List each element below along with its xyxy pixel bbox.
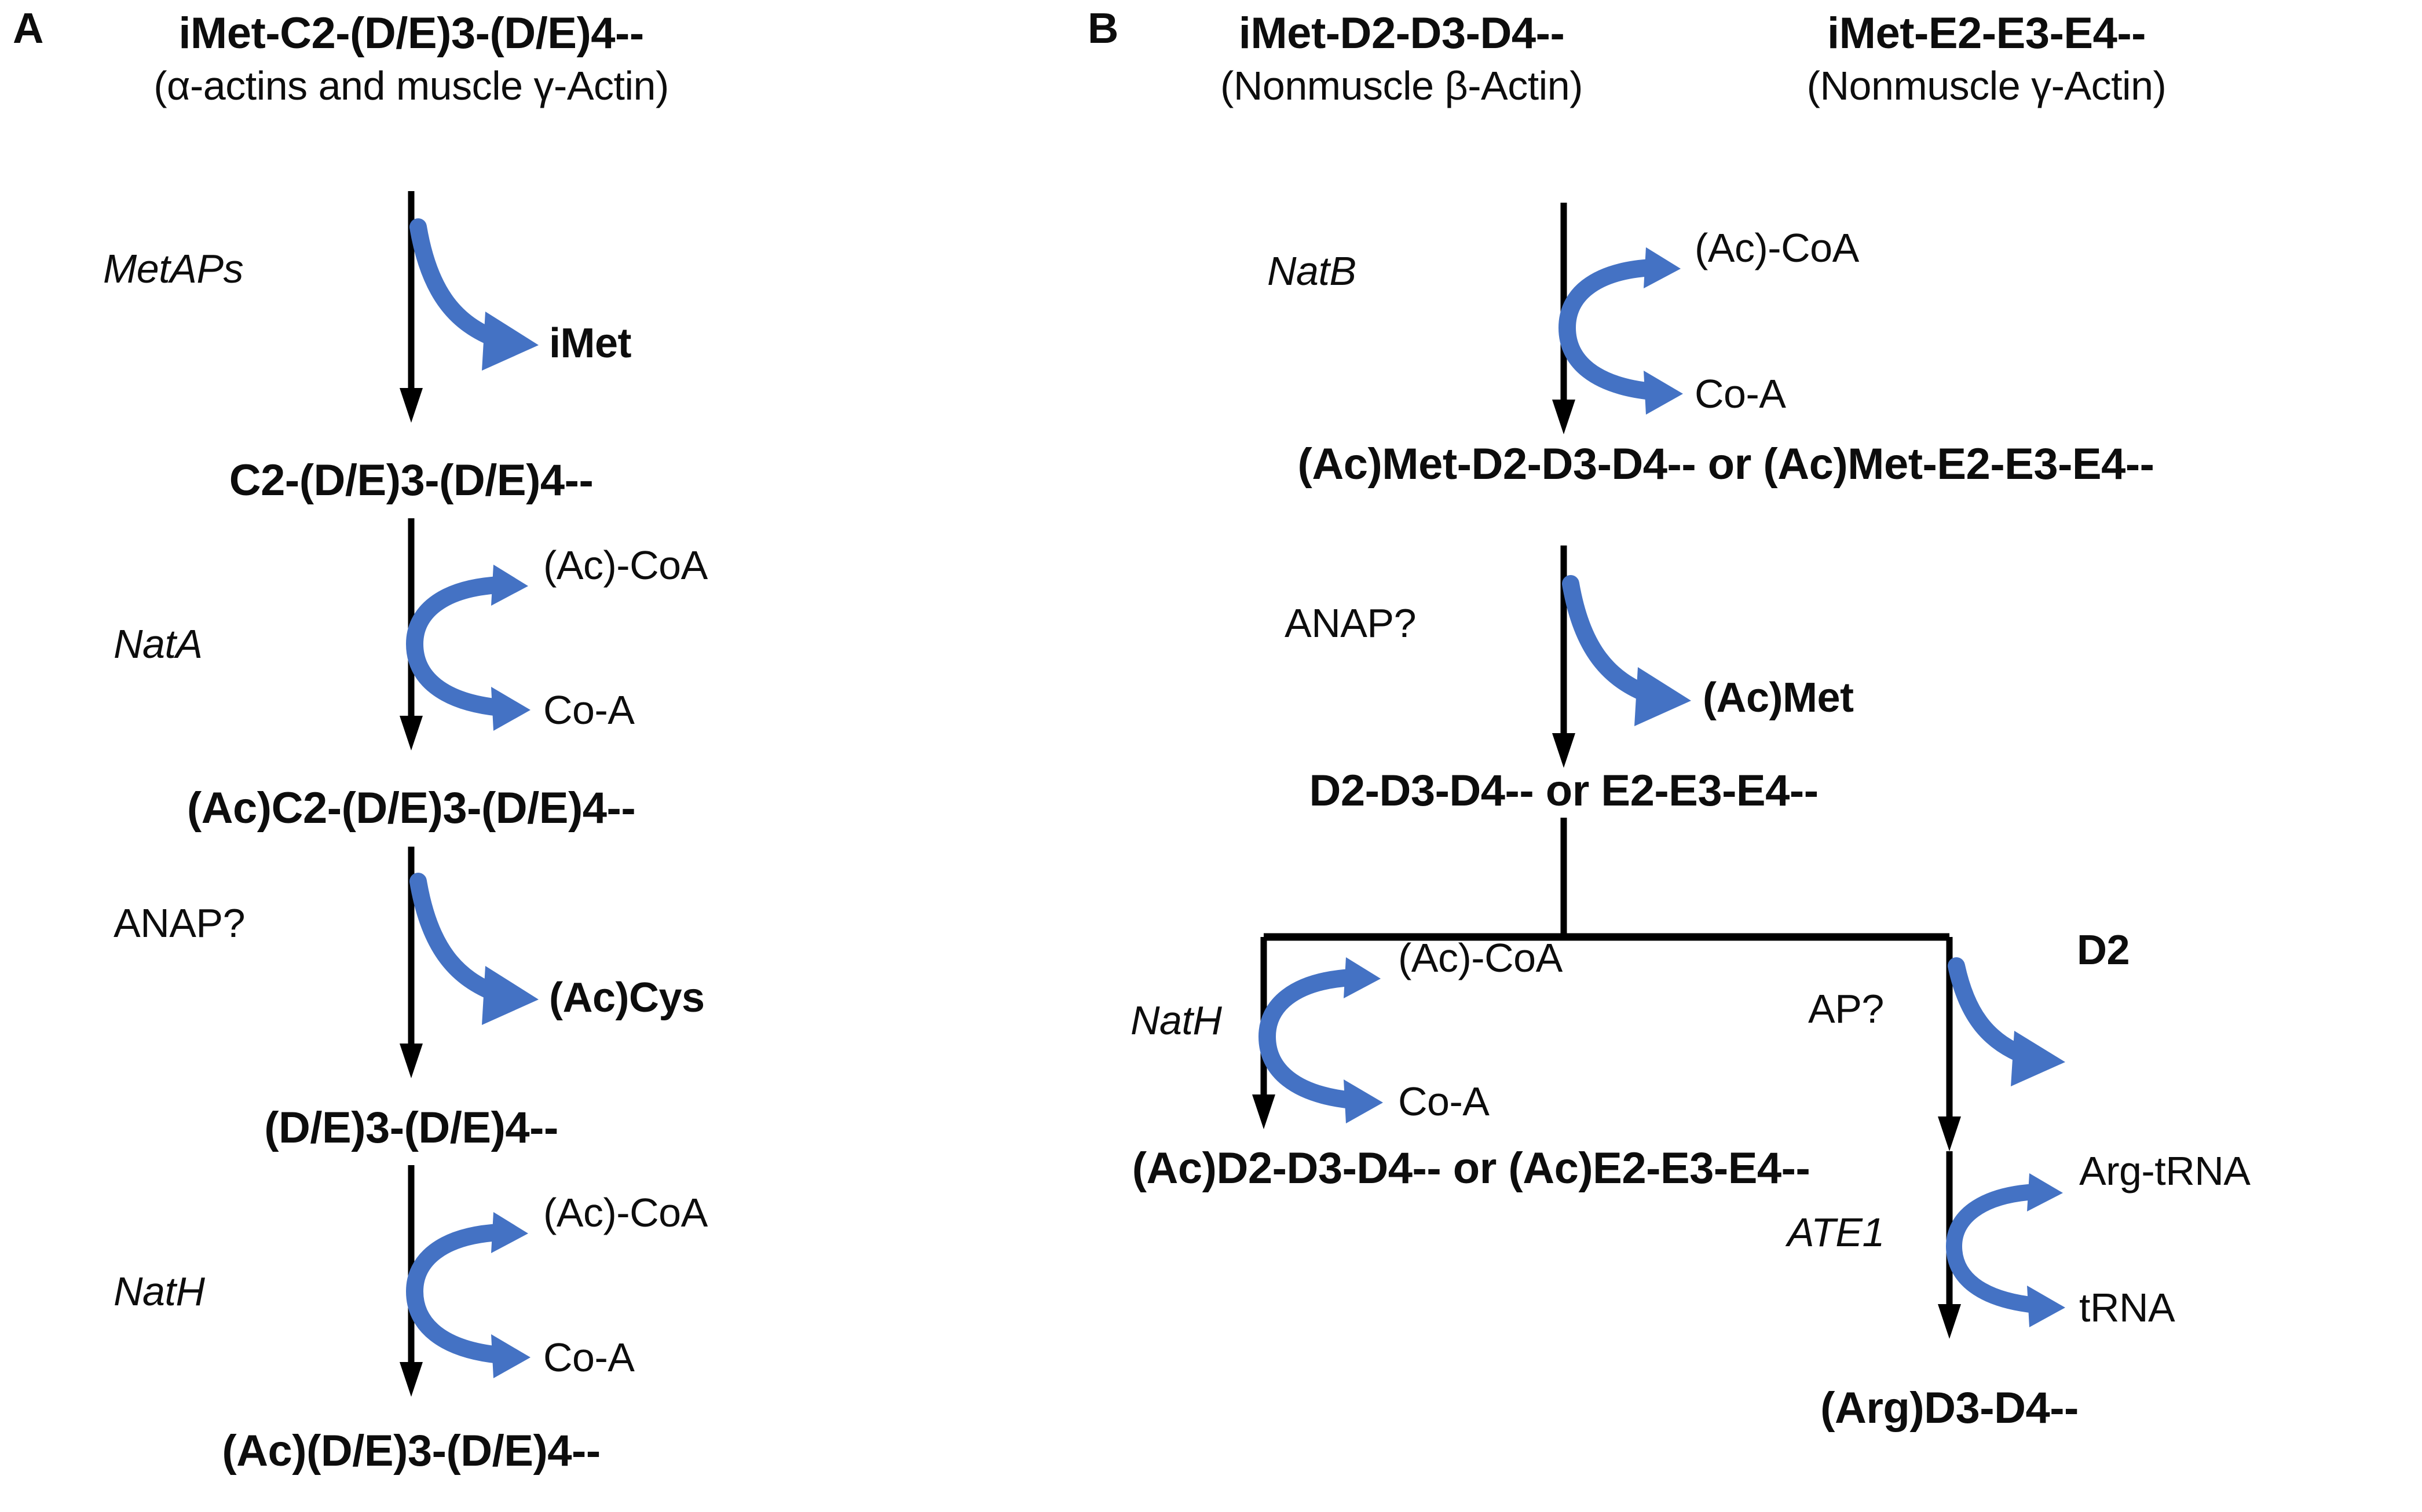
enzyme-label-natb: NatB (1267, 248, 1356, 294)
blue-arrow-metaps-release (409, 218, 539, 371)
species-a-1: C2-(D/E)3-(D/E)4-- (229, 456, 594, 505)
species-a-3: (D/E)3-(D/E)4-- (264, 1103, 558, 1152)
arrowhead-ap (1938, 1116, 1961, 1151)
arrowhead-ate1 (1938, 1304, 1961, 1339)
enzyme-label-nath-a: NatH (114, 1269, 205, 1314)
arrowhead-nath-a (400, 1362, 423, 1397)
enzyme-label-ate1: ATE1 (1787, 1210, 1885, 1255)
arrowhead-nata (400, 716, 423, 750)
cofactor-out-ate1: tRNA (2079, 1285, 2175, 1330)
arrowhead-natb (1552, 400, 1575, 434)
panel-a-header-sequence: iMet-C2-(D/E)3-(D/E)4-- (178, 9, 644, 58)
enzyme-label-anap-a: ANAP? (114, 900, 246, 946)
panel-b-header-2-subtitle: (Nonmuscle γ-Actin) (1806, 63, 2167, 108)
species-b-left-product: (Ac)D2-D3-D4-- or (Ac)E2-E3-E4-- (1132, 1144, 1810, 1193)
blue-arrow-ap-release (1948, 957, 2065, 1086)
panel-b-header-1-sequence: iMet-D2-D3-D4-- (1238, 9, 1565, 58)
species-b-1: (Ac)Met-D2-D3-D4-- or (Ac)Met-E2-E3-E4-- (1297, 440, 2154, 489)
blue-arrow-ate1-ccurve (1945, 1173, 2065, 1327)
blue-arrow-nata-ccurve (405, 565, 531, 731)
cofactor-out-nath-a: Co-A (543, 1335, 635, 1380)
released-label-d2: D2 (2077, 927, 2130, 973)
panel-b-header-2-sequence: iMet-E2-E3-E4-- (1827, 9, 2146, 58)
enzyme-label-ap: AP? (1808, 986, 1884, 1031)
blue-arrow-nath-a-ccurve (405, 1212, 531, 1378)
cofactor-in-natb: (Ac)-CoA (1695, 225, 1859, 270)
enzyme-label-anap-b: ANAP? (1285, 601, 1417, 646)
cofactor-in-nath-b: (Ac)-CoA (1398, 935, 1563, 980)
panel-letter-a: A (13, 4, 44, 52)
cofactor-in-ate1: Arg-tRNA (2079, 1148, 2251, 1194)
enzyme-label-nath-b: NatH (1130, 998, 1222, 1043)
blue-arrow-nath-b-ccurve (1258, 957, 1383, 1123)
species-b-2: D2-D3-D4-- or E2-E3-E4-- (1309, 766, 1819, 815)
panel-b-header-1-subtitle: (Nonmuscle β-Actin) (1220, 63, 1583, 108)
panel-letter-b: B (1088, 4, 1119, 52)
enzyme-label-metaps: MetAPs (103, 246, 244, 291)
blue-arrow-natb-ccurve (1558, 247, 1683, 415)
released-label-accys: (Ac)Cys (549, 975, 705, 1021)
arrowhead-anap-b (1552, 733, 1575, 768)
species-a-2: (Ac)C2-(D/E)3-(D/E)4-- (186, 784, 636, 833)
released-label-acmet: (Ac)Met (1703, 675, 1854, 721)
enzyme-label-nata: NatA (114, 621, 203, 667)
panel-b-arrows (1252, 203, 1961, 1339)
arrowhead-metaps (400, 388, 423, 423)
cofactor-out-natb: Co-A (1695, 371, 1786, 416)
blue-arrow-anap-b-release (1562, 575, 1691, 726)
released-label-imet: iMet (549, 320, 632, 367)
cofactor-out-nata: Co-A (543, 687, 635, 733)
cofactor-in-nata: (Ac)-CoA (543, 543, 708, 588)
cofactor-out-nath-b: Co-A (1398, 1079, 1490, 1124)
species-b-right-product: (Arg)D3-D4-- (1820, 1383, 2079, 1433)
panel-a-header-subtitle: (α-actins and muscle γ-Actin) (153, 63, 669, 108)
blue-arrow-anap-a-release (409, 873, 539, 1025)
cofactor-in-nath-a: (Ac)-CoA (543, 1190, 708, 1235)
arrowhead-nath-b (1252, 1094, 1275, 1129)
arrowhead-anap-a (400, 1044, 423, 1078)
species-a-4: (Ac)(D/E)3-(D/E)4-- (222, 1426, 601, 1476)
